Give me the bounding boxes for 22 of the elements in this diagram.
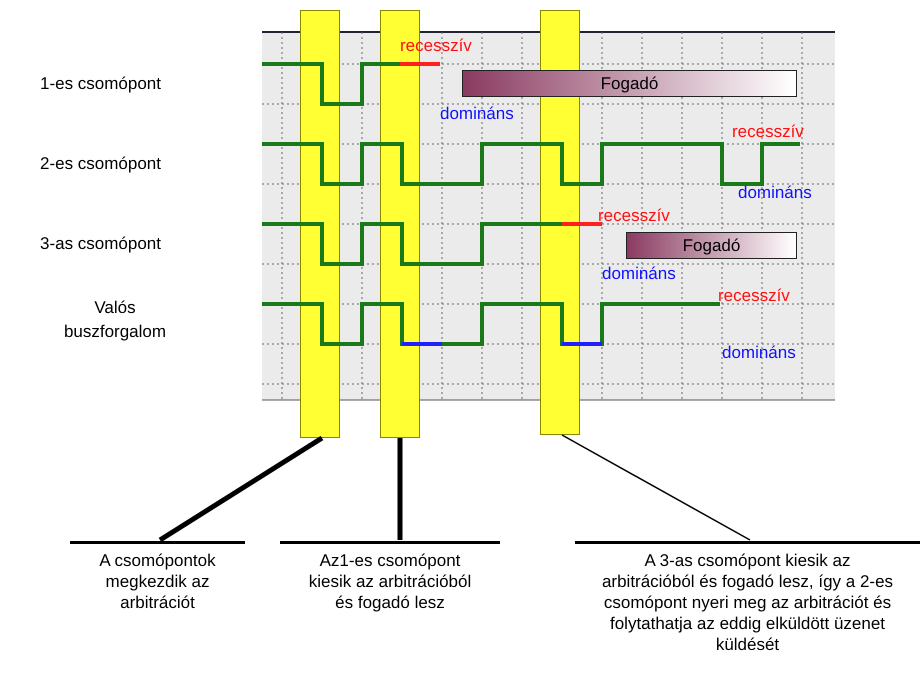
- annotation-text: Az1-es csomópont kiesik az arbitrációból és fogadó lesz: [280, 541, 500, 613]
- highlight-bar: [300, 10, 340, 438]
- annotation-text: A csomópontok megkezdik az arbitrációt: [70, 541, 245, 613]
- row-label: 2-es csomópont: [40, 154, 161, 174]
- bar-label: Fogadó: [600, 74, 658, 94]
- receiver-bar: [462, 70, 797, 97]
- state-label: domináns: [722, 343, 796, 363]
- bar-label: Fogadó: [682, 236, 740, 256]
- row-label: 3-as csomópont: [40, 234, 161, 254]
- leader-line: [158, 436, 324, 542]
- state-label: domináns: [738, 183, 812, 203]
- state-label: domináns: [602, 264, 676, 284]
- row-label: Valós buszforgalom: [62, 297, 168, 343]
- state-label: recesszív: [732, 122, 804, 142]
- annotation-text: A 3-as csomópont kiesik az arbitrációból és fogadó lesz, így a 2-es csomópont nyeri meg az arbitrációt és folytathatja az eddig elküldött üzenet küldését: [575, 541, 920, 655]
- row-label: 1-es csomópont: [40, 74, 161, 94]
- state-label: domináns: [440, 104, 514, 124]
- state-label: recesszív: [598, 206, 670, 226]
- receiver-bar: [626, 232, 797, 259]
- state-label: recesszív: [718, 286, 790, 306]
- leader-line: [398, 438, 402, 540]
- leader-line: [562, 434, 750, 541]
